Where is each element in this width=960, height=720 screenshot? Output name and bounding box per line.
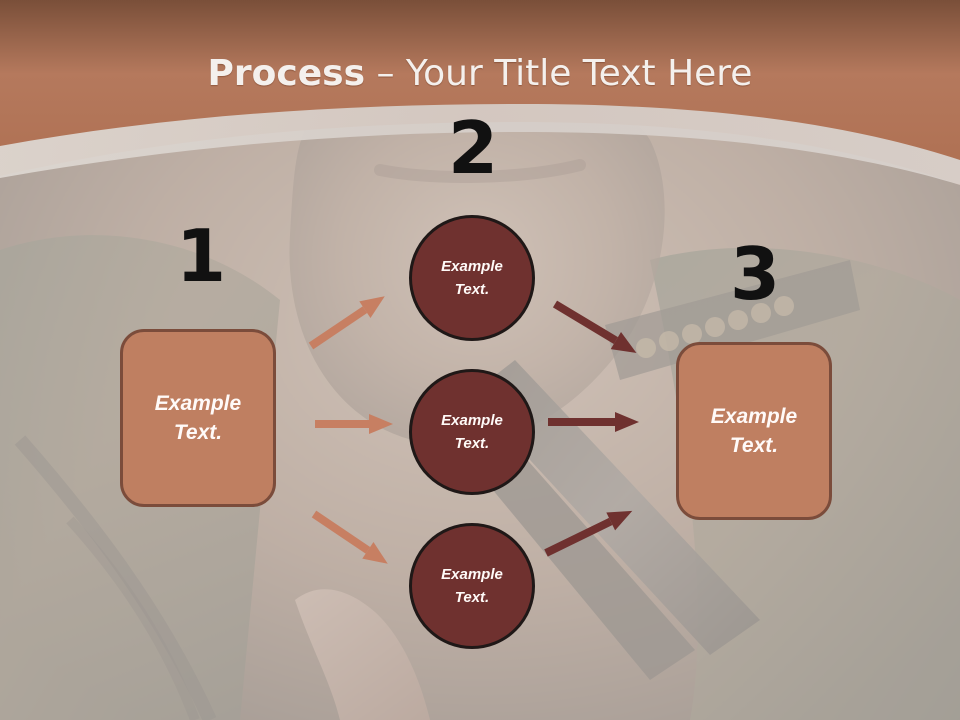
left-process-box-text: Example Text. xyxy=(155,389,241,447)
left-process-box: Example Text. xyxy=(120,329,276,507)
title-strong: Process xyxy=(207,53,366,94)
arrow-top-to-right-icon xyxy=(551,298,640,359)
arrow-left-to-bottom-icon xyxy=(310,508,392,569)
top-process-circle: Example Text. xyxy=(409,215,535,341)
title-rest: Your Title Text Here xyxy=(405,53,753,94)
slide-title: Process – Your Title Text Here xyxy=(0,52,960,96)
step-number-1: 1 xyxy=(176,214,227,298)
right-box-text-line-1: Example xyxy=(710,405,798,428)
arrow-left-to-top-icon xyxy=(307,290,389,351)
arrow-middle-to-right-icon xyxy=(548,412,639,432)
middle-circle-text-line-1: Example xyxy=(441,412,503,429)
top-circle-text-line-1: Example xyxy=(441,258,503,275)
title-separator: – xyxy=(365,53,406,94)
bottom-process-circle: Example Text. xyxy=(409,523,535,649)
top-circle-text: Example Text. xyxy=(441,255,503,301)
right-process-box-text: Example Text. xyxy=(711,402,797,460)
left-box-text-line-1: Example xyxy=(154,392,242,415)
step-number-3: 3 xyxy=(730,232,781,316)
arrow-left-to-middle-icon xyxy=(315,414,393,434)
bottom-circle-text-line-1: Example xyxy=(441,566,503,583)
middle-circle-text-line-2: Text. xyxy=(454,435,490,452)
middle-circle-text: Example Text. xyxy=(441,409,503,455)
right-process-box: Example Text. xyxy=(676,342,832,520)
middle-process-circle: Example Text. xyxy=(409,369,535,495)
bottom-circle-text-line-2: Text. xyxy=(454,589,490,606)
right-box-text-line-2: Text. xyxy=(729,434,779,457)
step-number-2: 2 xyxy=(448,106,499,190)
top-circle-text-line-2: Text. xyxy=(454,281,490,298)
bottom-circle-text: Example Text. xyxy=(441,563,503,609)
arrow-bottom-to-right-icon xyxy=(543,505,635,560)
left-box-text-line-2: Text. xyxy=(173,421,223,444)
